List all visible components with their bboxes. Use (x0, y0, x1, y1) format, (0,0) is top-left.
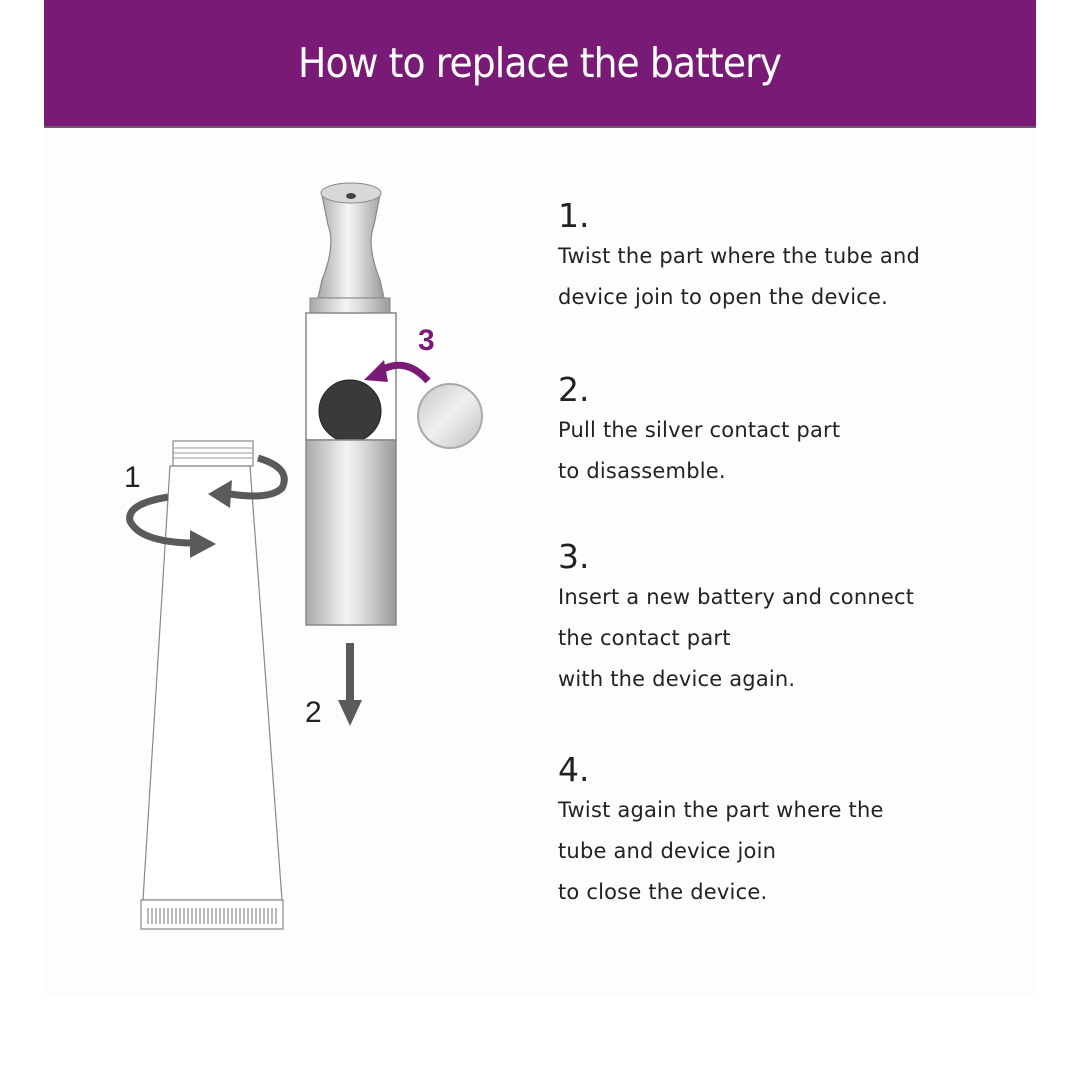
battery-slot-icon (318, 379, 382, 443)
step-text: the contact part (558, 626, 731, 650)
step-number: 4. (558, 750, 590, 789)
label-step-2: 2 (305, 696, 322, 729)
step-4: 4. Twist again the part where the tube a… (558, 750, 1028, 913)
device-body (305, 312, 397, 626)
twist-arrow-icon (126, 454, 288, 547)
step-text: Insert a new battery and connect (558, 585, 915, 609)
step-3: 3. Insert a new battery and connect the … (558, 537, 1028, 700)
step-text: to disassemble. (558, 459, 726, 483)
step-text: tube and device join (558, 839, 777, 863)
step-number: 3. (558, 537, 590, 576)
coin-battery-icon (417, 383, 483, 449)
step-number: 1. (558, 196, 590, 235)
insert-arrow-icon (364, 360, 431, 384)
step-text: device join to open the device. (558, 285, 888, 309)
cream-tube (140, 440, 284, 930)
step-2: 2. Pull the silver contact part to disas… (558, 370, 1028, 492)
silver-contact-part (305, 439, 397, 626)
step-text: Pull the silver contact part (558, 418, 841, 442)
device-nozzle (309, 182, 391, 314)
step-1: 1. Twist the part where the tube and dev… (558, 196, 1028, 318)
pull-arrow-icon (338, 643, 362, 726)
page-title: How to replace the battery (298, 39, 782, 87)
step-text: Twist again the part where the (558, 798, 884, 822)
step-text: with the device again. (558, 667, 796, 691)
label-step-1: 1 (124, 461, 141, 494)
label-step-3: 3 (418, 324, 435, 357)
step-text: to close the device. (558, 880, 768, 904)
title-banner: How to replace the battery (44, 0, 1036, 128)
step-text: Twist the part where the tube and (558, 244, 920, 268)
step-number: 2. (558, 370, 590, 409)
